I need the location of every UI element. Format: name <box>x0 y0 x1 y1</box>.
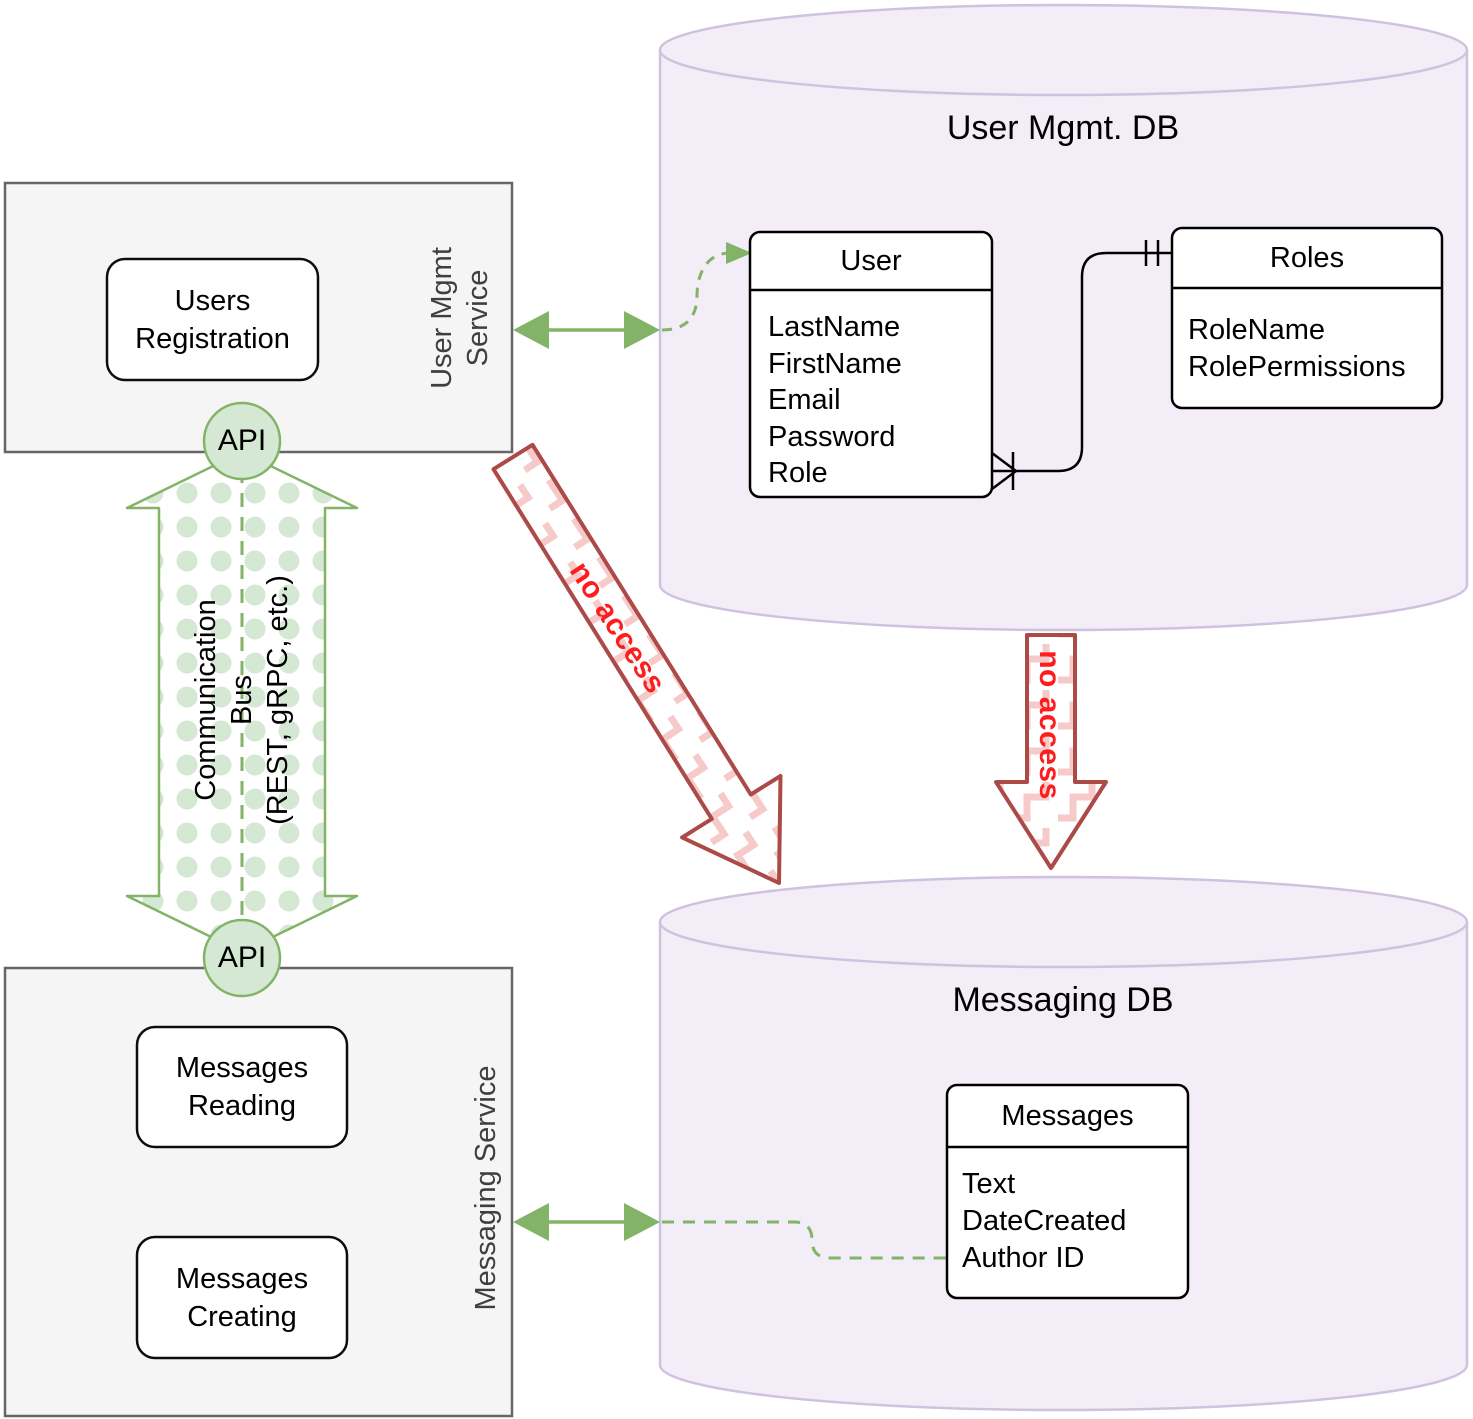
bus-label-line1: Communication <box>190 599 222 801</box>
messages-creating-shape <box>135 1235 349 1360</box>
messages-table-field: DateCreated <box>962 1205 1127 1237</box>
roles-table-field: RolePermissions <box>1188 350 1406 383</box>
api-label-top: API <box>217 424 267 457</box>
user-table-field: Password <box>768 420 896 453</box>
messages-reading-label: Messages Reading <box>175 1052 309 1122</box>
user-table-field: LastName <box>768 311 901 343</box>
bus-label-line3: (REST, gRPC, etc.) <box>262 575 294 825</box>
user-table-field: FirstName <box>768 347 902 380</box>
users-registration-label: Users Registration <box>135 284 290 355</box>
user-mgmt-db-link-arrow <box>513 311 660 349</box>
roles-table-header: Roles <box>1269 241 1345 274</box>
messages-table-fields: Text DateCreated Author ID <box>962 1166 1126 1277</box>
no-access-arrow-diagonal <box>491 442 783 885</box>
messaging-service-label: Messaging Service <box>470 1065 502 1311</box>
roles-table-field: RoleName <box>1188 314 1325 346</box>
users-registration-shape <box>105 257 320 382</box>
user-table-field: Email <box>768 384 841 416</box>
messaging-db-title: Messaging DB <box>952 980 1174 1019</box>
messages-table-shape <box>945 1083 1190 1300</box>
user-table-header: User <box>840 244 902 277</box>
user-table-shape <box>748 230 994 499</box>
api-circle-bottom <box>202 918 282 998</box>
bus-label-line2: Bus <box>226 675 258 725</box>
user-roles-relationship <box>991 240 1172 490</box>
roles-table-shape <box>1170 226 1444 410</box>
communication-bus-label: Communication Bus (REST, gRPC, etc.) <box>187 440 297 960</box>
user-mgmt-db-title: User Mgmt. DB <box>946 108 1180 147</box>
messaging-db-link-arrow <box>513 1203 660 1241</box>
user-mgmt-service-label: User Mgmt Service <box>426 247 494 389</box>
user-table-fields: LastName FirstName Email Password Role <box>768 309 902 492</box>
api-circle-top <box>202 401 282 481</box>
messages-creating-label: Messages Creating <box>175 1262 309 1333</box>
user-table-field: Role <box>768 457 828 489</box>
messages-table-header: Messages <box>1001 1099 1134 1132</box>
api-label-bottom: API <box>217 941 267 974</box>
messages-table-field: Text <box>962 1168 1016 1200</box>
user-table-dashed-link <box>661 242 752 332</box>
messages-table-field: Author ID <box>962 1242 1085 1274</box>
messages-reading-shape <box>135 1025 349 1149</box>
roles-table-fields: RoleName RolePermissions <box>1188 312 1406 385</box>
no-access-label-vertical: no access <box>1033 650 1066 800</box>
no-access-arrow-vertical <box>994 633 1108 870</box>
